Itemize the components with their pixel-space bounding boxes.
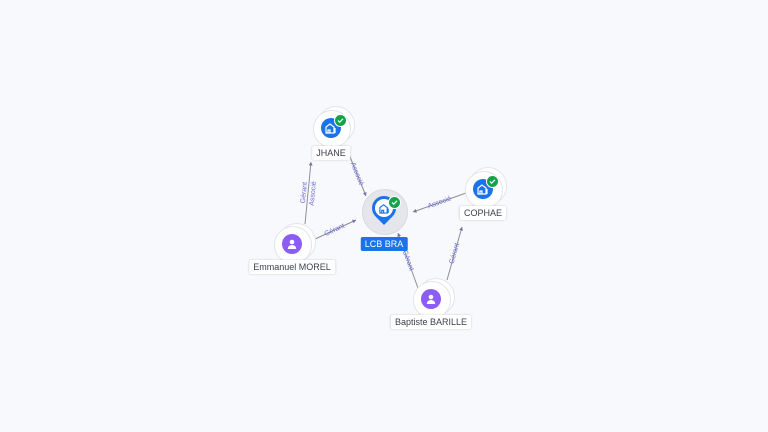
edge-baptiste_barille-cophae (446, 226, 463, 281)
edge-label: Associé (349, 161, 365, 186)
node-label-lcb-bra: LCB BRA (360, 237, 408, 251)
node-label-cophae: COPHAE (459, 206, 507, 220)
edge-arrow-head (397, 233, 402, 237)
edge-label: Associé (309, 181, 318, 206)
edge-label: Gérant (300, 182, 309, 204)
node-label-jhane: JHANE (312, 146, 350, 160)
edge-arrow-head (413, 209, 417, 213)
node-label-emmanuel-morel: Emmanuel MOREL (249, 260, 335, 274)
person-icon (282, 234, 302, 254)
edge-emmanuel_morel-lcb_bra (312, 219, 357, 241)
edge-arrow-head (362, 192, 367, 196)
edge-jhane-lcb_bra (347, 151, 367, 197)
edge-label: Gérant (401, 249, 415, 272)
node-halo (413, 281, 451, 319)
edge-arrow-head (308, 162, 313, 166)
edge-label: Gérant (449, 242, 462, 265)
edge-emmanuel_morel-jhane (304, 161, 312, 225)
edge-arrow-head (459, 227, 463, 231)
edge-arrow-head (352, 219, 356, 224)
edge-label: Associé (427, 195, 453, 210)
edge-cophae-lcb_bra (412, 192, 467, 213)
person-icon (421, 289, 441, 309)
verified-check-icon (388, 196, 401, 209)
edge-label: Gérant (323, 223, 345, 238)
verified-check-icon (486, 175, 499, 188)
node-label-baptiste-barille: Baptiste BARILLE (390, 315, 472, 329)
verified-check-icon (334, 114, 347, 127)
